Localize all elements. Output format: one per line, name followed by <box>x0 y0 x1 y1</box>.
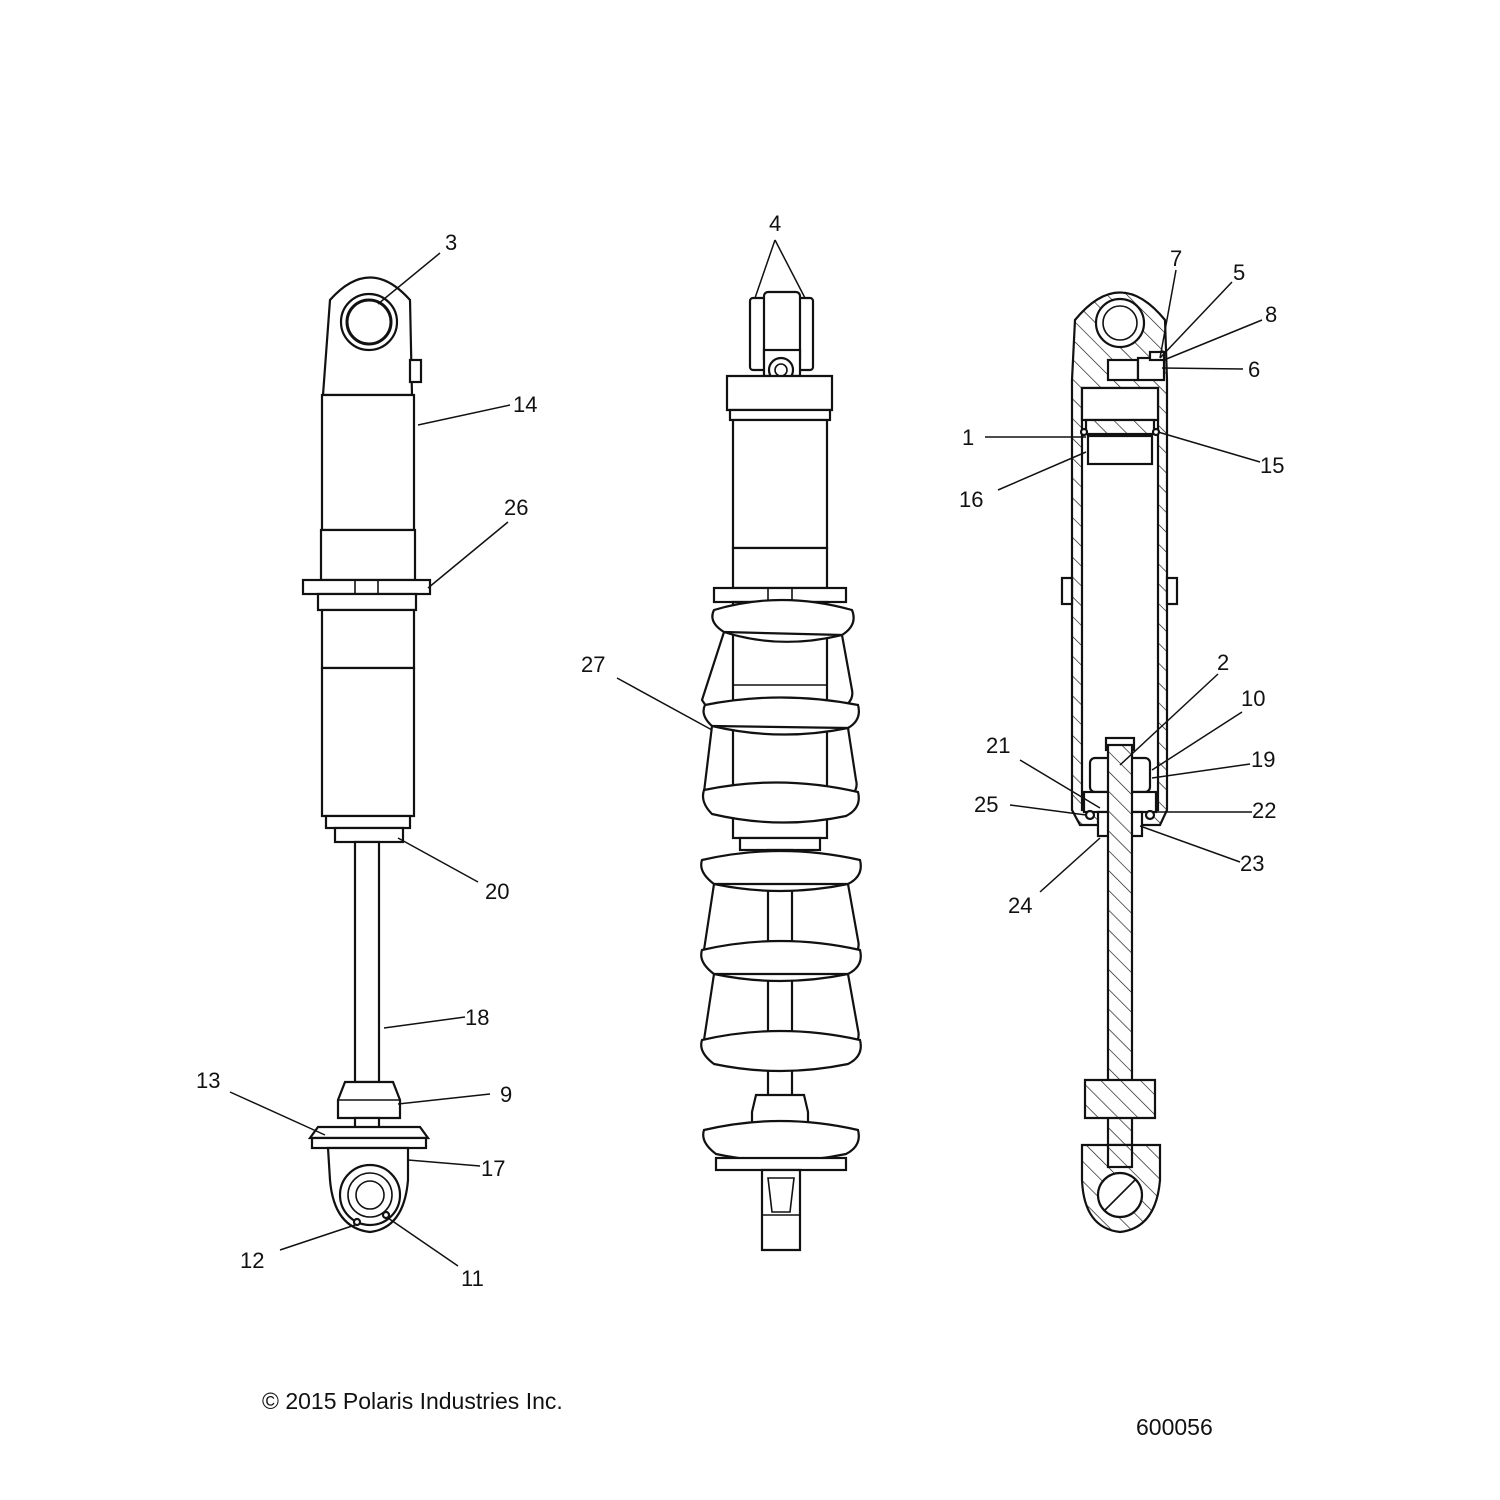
retainer-ring <box>316 592 418 612</box>
lower-body <box>320 666 416 818</box>
right-shock-section <box>1060 291 1179 1234</box>
shock-body-14 <box>320 393 416 532</box>
callout-18: 18 <box>465 1005 489 1030</box>
callout-5: 5 <box>1233 260 1245 285</box>
callout-21: 21 <box>986 733 1010 758</box>
left-shock-assembly <box>301 276 432 1234</box>
oring-25 <box>1084 809 1096 821</box>
callout-2: 2 <box>1217 650 1229 675</box>
spring-retainer-26 <box>301 578 432 596</box>
callout-12: 12 <box>240 1248 264 1273</box>
cap-ring <box>728 408 832 422</box>
callout-9: 9 <box>500 1082 512 1107</box>
callout-13: 13 <box>196 1068 220 1093</box>
lower-cup-base <box>310 1136 428 1150</box>
callout-6: 6 <box>1248 357 1260 382</box>
middle-body <box>731 418 829 550</box>
body-ring <box>324 814 412 830</box>
middle-lower-cup <box>714 1156 848 1172</box>
copyright-notice: © 2015 Polaris Industries Inc. <box>262 1388 563 1414</box>
middle-collar <box>731 546 829 590</box>
callout-17: 17 <box>481 1156 505 1181</box>
section-valve-body <box>1106 358 1140 382</box>
middle-bearing-cap <box>738 836 822 852</box>
callout-1: 1 <box>962 425 974 450</box>
ifp-1 <box>1084 418 1156 436</box>
bearing-cap-20 <box>333 826 405 844</box>
spring-27 <box>700 598 862 1163</box>
callout-3: 3 <box>445 230 457 255</box>
callout-26: 26 <box>504 495 528 520</box>
lower-bushing <box>338 1163 402 1227</box>
callout-15: 15 <box>1260 453 1284 478</box>
callout-22: 22 <box>1252 798 1276 823</box>
section-tab-right <box>1165 576 1179 606</box>
oring-22 <box>1144 809 1156 821</box>
bushing-11 <box>381 1210 391 1220</box>
callout-labels: 3 14 26 20 18 9 13 17 12 11 4 27 7 5 8 6… <box>196 211 1284 1291</box>
callout-14: 14 <box>513 392 537 417</box>
shaft-18 <box>353 840 381 1084</box>
diagram-number: 600056 <box>1136 1414 1213 1440</box>
eyelet-bushing-3 <box>339 292 399 352</box>
callout-7: 7 <box>1170 246 1182 271</box>
upper-collar <box>319 528 417 582</box>
middle-shock-assembly <box>700 290 862 1252</box>
callout-20: 20 <box>485 879 509 904</box>
valve-cap-8 <box>1148 350 1166 362</box>
leader-lines <box>229 239 1263 1267</box>
callout-10: 10 <box>1241 686 1265 711</box>
circlip-12 <box>352 1217 362 1227</box>
callout-23: 23 <box>1240 851 1264 876</box>
middle-lower-clevis <box>760 1168 802 1252</box>
callout-24: 24 <box>1008 893 1032 918</box>
section-bumper <box>1083 1078 1157 1120</box>
section-tab-left <box>1060 576 1074 606</box>
section-top-plug <box>1080 386 1160 422</box>
oring-16 <box>1079 427 1089 437</box>
callout-11: 11 <box>461 1266 484 1291</box>
callout-16: 16 <box>959 487 983 512</box>
callout-19: 19 <box>1251 747 1275 772</box>
body-cap <box>725 374 834 412</box>
mid-body <box>320 608 416 670</box>
callout-4: 4 <box>769 211 781 236</box>
callout-25: 25 <box>974 792 998 817</box>
lower-cup-13 <box>307 1125 431 1140</box>
valve-core-5 <box>1136 356 1166 382</box>
reservoir-valve <box>408 358 423 384</box>
callout-8: 8 <box>1265 302 1277 327</box>
callout-27: 27 <box>581 652 605 677</box>
ifp-body <box>1086 434 1154 466</box>
